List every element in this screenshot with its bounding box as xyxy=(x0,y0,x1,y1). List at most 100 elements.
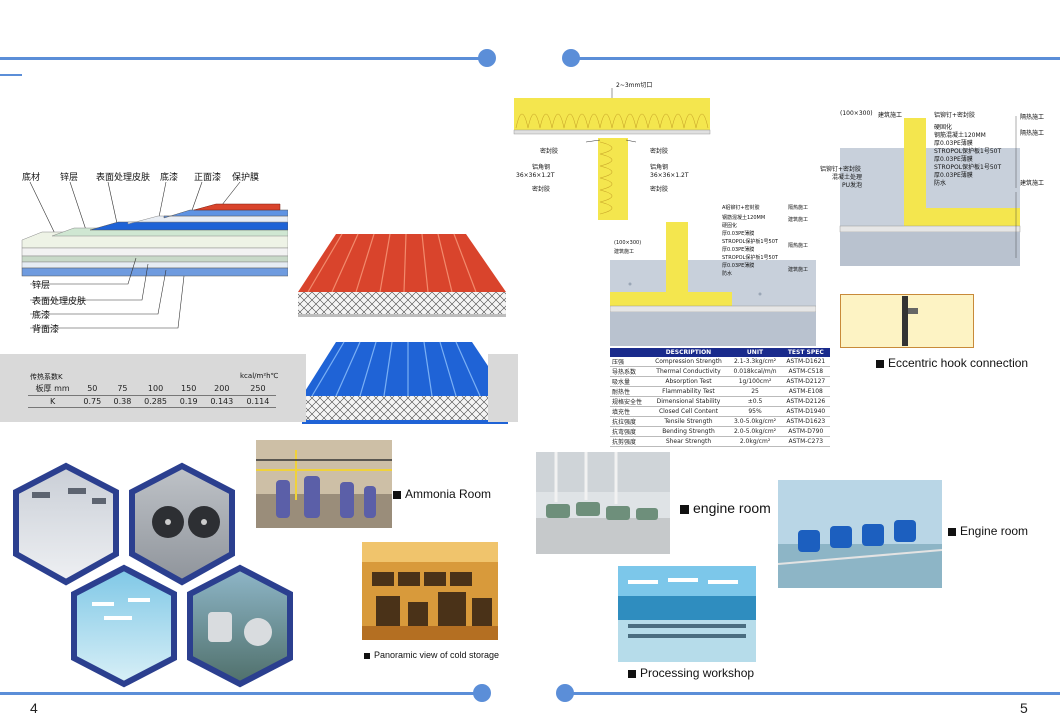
joint-top-label-2: 密封胶 xyxy=(540,148,559,155)
top-rule-left xyxy=(0,57,480,60)
caption-panoramic-text: Panoramic view of cold storage xyxy=(374,650,500,660)
spec-cell: 抗剪强度 xyxy=(610,436,649,447)
k-table: 板厚 mm 50 75 100 150 200 250 K 0.75 0.38 … xyxy=(28,382,276,408)
joint-mid-label-7: STROPOL保护板1号50T xyxy=(722,239,778,245)
page-number-right: 5 xyxy=(1020,700,1028,716)
joint-mid-label-5: 硬固化 xyxy=(722,223,738,229)
joint-right-label-10: 厚0.03PE薄膜 xyxy=(934,156,973,163)
joint-right-label-7: 厚0.03PE薄膜 xyxy=(934,140,973,147)
spec-cell: ±0.5 xyxy=(728,396,782,407)
joint-right-label-13: 防水 xyxy=(934,180,947,187)
top-dot-left xyxy=(478,49,496,67)
layer-label-side-4: 背面漆 xyxy=(32,325,60,335)
joint-top-label-5: 密封胶 xyxy=(532,186,551,193)
k-cell: 150 xyxy=(173,382,204,396)
joint-right-label-2: 建筑施工 xyxy=(878,112,903,119)
spec-cell: ASTM-D1623 xyxy=(781,416,830,427)
joint-top-label-6: 密封胶 xyxy=(650,148,669,155)
k-table-value-row: K 0.75 0.38 0.285 0.19 0.143 0.114 xyxy=(28,395,276,408)
joint-mid-label-4: 建筑施工 xyxy=(788,217,809,223)
engine-room-photo-2 xyxy=(778,480,942,588)
joint-right-label-14: 建筑施工 xyxy=(1020,180,1045,187)
bottom-dot-left xyxy=(473,684,491,702)
spec-cell: ASTM-C273 xyxy=(781,436,830,447)
top-dot-right xyxy=(562,49,580,67)
joint-mid-label-11: 厚0.03PE薄膜 xyxy=(722,263,755,269)
caption-eccentric-text: Eccentric hook connection xyxy=(888,356,1029,370)
processing-workshop-photo xyxy=(618,566,756,662)
bullet-square-icon xyxy=(393,490,401,499)
eccentric-hook-photo xyxy=(840,294,974,348)
top-rule-left-short xyxy=(0,74,22,76)
bullet-square-icon xyxy=(628,669,636,678)
spec-cell: 2.0kg/cm² xyxy=(728,436,782,447)
spec-cell: Absorption Test xyxy=(648,376,729,387)
joint-right-label-6: 钢筋混凝土120MM xyxy=(934,132,986,139)
bottom-dot-right xyxy=(556,684,574,702)
layer-diagram: 底材 锌层 表面处理皮肤 底漆 正面漆 保护膜 锌层 表面处理皮肤 底漆 xyxy=(18,166,288,336)
bottom-rule-right xyxy=(572,692,1060,695)
joint-mid-label-12: 建筑施工 xyxy=(788,267,809,273)
k-cell: K xyxy=(28,395,78,408)
layer-label-top-5: 正面漆 xyxy=(194,173,222,183)
joint-right-graphic xyxy=(839,116,1021,266)
joint-top-label-8: 36×36×1.2T xyxy=(650,172,689,179)
hex-photo-machinery xyxy=(187,564,293,688)
bullet-square-icon xyxy=(364,652,370,659)
k-cell: 75 xyxy=(107,382,138,396)
joint-mid-label-1: A铝铆钉+密封胶 xyxy=(722,205,760,211)
k-cell: 50 xyxy=(77,382,108,396)
spec-cell: Flammability Test xyxy=(648,386,729,397)
joint-mid-label-3: 钢筋混凝土120MM xyxy=(722,215,766,221)
k-cell: 0.114 xyxy=(239,395,276,408)
spec-cell: Dimensional Stability xyxy=(648,396,729,407)
joint-mid-label-10: STROPOL保护板1号50T xyxy=(722,255,778,261)
bottom-rule-left xyxy=(0,692,476,695)
k-cell: 200 xyxy=(203,382,240,396)
spec-cell: 2.0-5.0kg/cm² xyxy=(728,426,782,437)
joint-right-label-3: 铝铆钉+密封胶 xyxy=(934,112,976,119)
caption-panoramic: Panoramic view of cold storage xyxy=(364,650,499,660)
spec-header: TEST SPEC xyxy=(781,348,830,357)
spec-cell: ASTM-D2127 xyxy=(781,376,830,387)
hex-photo-ceiling xyxy=(13,462,119,586)
k-table-band-right xyxy=(488,354,518,422)
joint-mid-label-9: 厚0.03PE薄膜 xyxy=(722,247,755,253)
spec-cell: 耐热性 xyxy=(610,386,649,397)
joint-top-graphic xyxy=(513,88,711,220)
k-cell: 板厚 mm xyxy=(28,382,78,396)
k-cell: 250 xyxy=(239,382,276,396)
k-cell: 100 xyxy=(137,382,174,396)
k-cell: 0.19 xyxy=(173,395,204,408)
joint-right-label-16: 混凝土处理 xyxy=(832,174,863,181)
spec-cell: 3.0-5.0kg/cm² xyxy=(728,416,782,427)
layer-label-top-1: 底材 xyxy=(22,173,41,183)
spec-header xyxy=(610,348,649,357)
joint-mid-label-14: (100×300) xyxy=(614,240,642,246)
k-cell: 0.143 xyxy=(203,395,240,408)
caption-ammonia-room: Ammonia Room xyxy=(393,487,491,501)
caption-processing: Processing workshop xyxy=(628,666,754,680)
joint-diagram-top: 2~3mm切口 密封胶 铝角钢 36×36×1.2T 密封胶 密封胶 铝角钢 3… xyxy=(512,80,712,222)
top-rule-right xyxy=(578,57,1060,60)
spec-cell: ASTM-C518 xyxy=(781,366,830,377)
spec-cell: 吸水量 xyxy=(610,376,649,387)
joint-diagram-mid: A铝铆钉+密封胶 隔热施工 钢筋混凝土120MM 建筑施工 硬固化 厚0.03P… xyxy=(610,204,816,346)
joint-mid-label-13: 防水 xyxy=(722,271,733,277)
caption-engine-room-1: engine room xyxy=(680,500,771,516)
joint-right-label-4: 隔热施工 xyxy=(1020,114,1045,121)
layer-label-top-6: 保护膜 xyxy=(232,173,260,183)
joint-right-label-9: STROPOL保护板1号50T xyxy=(934,148,1002,155)
spec-cell: Shear Strength xyxy=(648,436,729,447)
spec-cell: 0.018kcal/m/n xyxy=(728,366,782,377)
spec-cell: 规格安全性 xyxy=(610,396,649,407)
layer-label-side-2: 表面处理皮肤 xyxy=(32,297,87,307)
k-table-header-row: 板厚 mm 50 75 100 150 200 250 xyxy=(28,382,276,396)
